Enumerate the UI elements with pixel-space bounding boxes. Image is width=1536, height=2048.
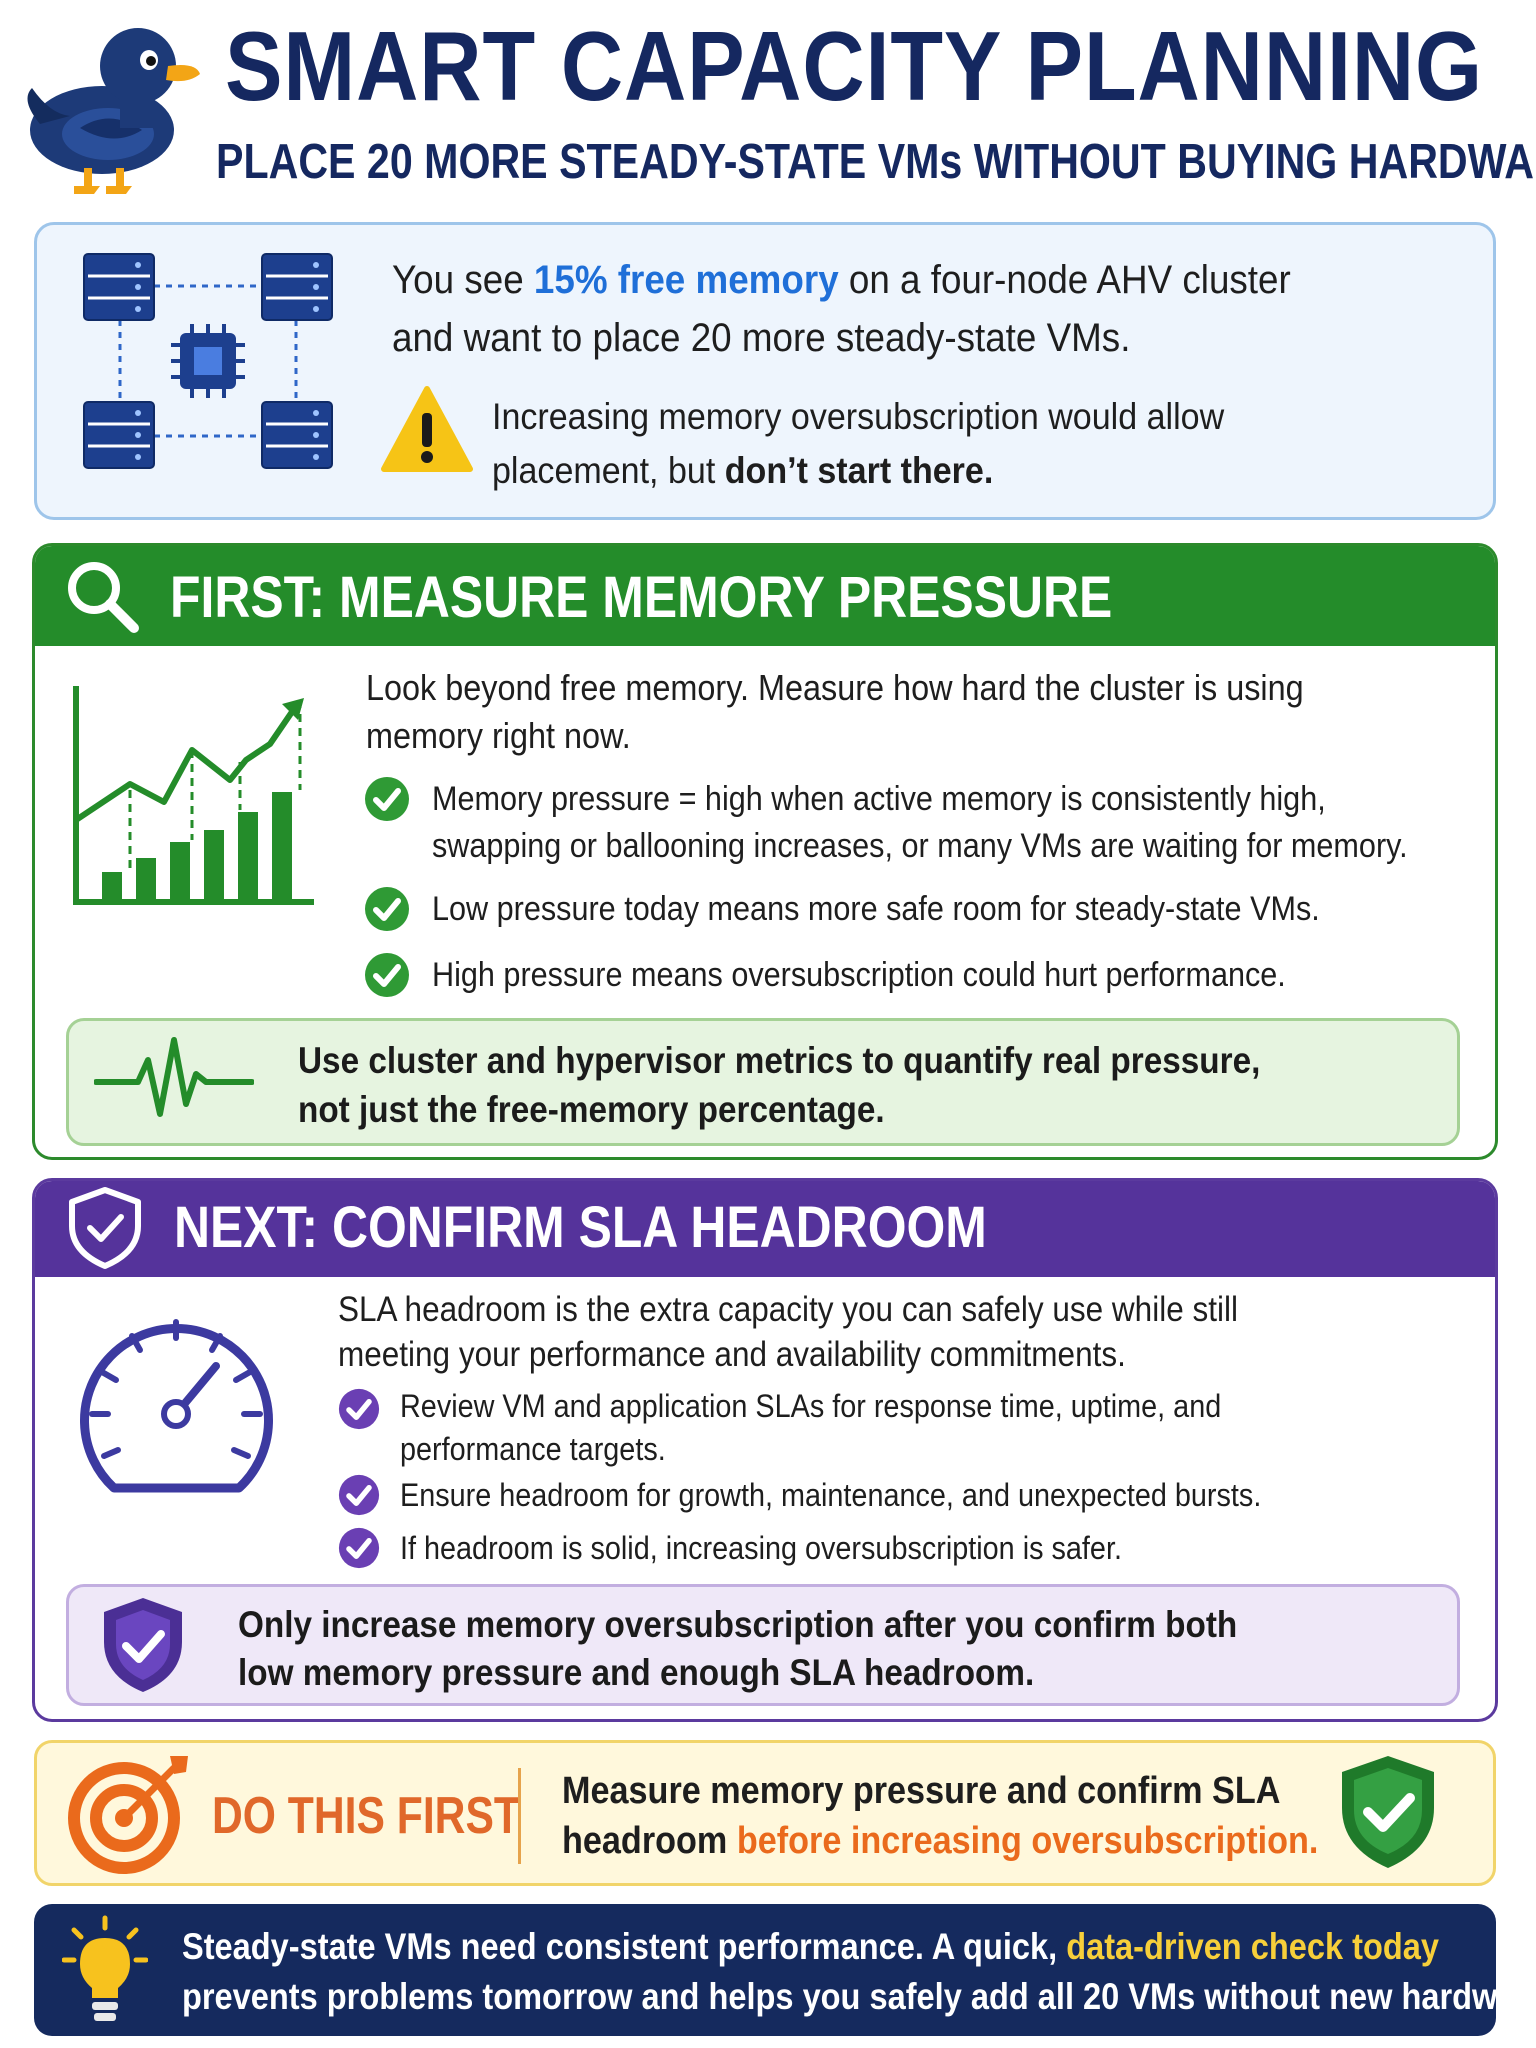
sla-lead: SLA headroom is the extra capacity you c… [338,1290,1238,1329]
footer-text-line2: prevents problems tomorrow and helps you… [182,1976,1536,2017]
sla-section-header [35,1181,1495,1277]
growth-chart-icon [73,686,314,905]
do-this-first-highlight: before increasing oversubscription. [736,1820,1319,1862]
sla-bullet: If headroom is solid, increasing oversub… [400,1530,1122,1566]
sla-section-title: NEXT: CONFIRM SLA HEADROOM [174,1195,987,1260]
do-this-first-panel [34,1740,1496,1886]
measure-note-line2: not just the free-memory percentage. [298,1089,885,1130]
footer-highlight: data-driven check today [1066,1926,1439,1967]
shield-check-icon [1342,1756,1434,1868]
warning-emphasis: don’t start there. [724,450,994,491]
shield-check-icon [104,1598,182,1692]
shield-check-icon [69,1187,141,1269]
measure-lead-line2: memory right now. [366,715,631,756]
sla-note-line2: low memory pressure and enough SLA headr… [238,1652,1035,1693]
sla-bullet: Ensure headroom for growth, maintenance,… [400,1477,1262,1513]
do-this-first-text: Measure memory pressure and confirm SLA [562,1770,1281,1812]
measure-note-box [66,1018,1460,1146]
footer-text: Steady-state VMs need consistent perform… [182,1926,1067,1967]
intro-text: You see [392,258,534,302]
footer-banner [34,1904,1496,2036]
check-circle-icon [365,953,409,997]
gauge-icon [80,1319,273,1493]
sla-bullet-continuation: performance targets. [400,1431,666,1467]
check-circle-icon [338,1527,380,1569]
measure-bullet: High pressure means oversubscription cou… [432,956,1286,994]
footer-text: Steady-state VMs need consistent perform… [182,1922,1439,1972]
page-subtitle: PLACE 20 MORE STEADY-STATE VMs WITHOUT B… [216,135,1536,189]
do-this-first-label: DO THIS FIRST [212,1787,520,1845]
do-this-first-text: headroom [562,1820,737,1862]
warning-text-line2: placement, but don’t start there. [492,442,993,499]
divider [518,1768,521,1864]
intro-text: on a four-node AHV cluster [838,258,1291,302]
measure-lead: Look beyond free memory. Measure how har… [366,667,1304,708]
page-title: SMART CAPACITY PLANNING [225,11,1483,121]
heartbeat-pulse-icon [94,1037,254,1117]
target-icon [68,1756,188,1874]
warning-icon [381,386,473,472]
search-icon [68,562,139,633]
warning-text: Increasing memory oversubscription would… [492,396,1225,437]
duck-mascot-icon [27,28,200,194]
check-circle-icon [365,777,409,821]
cluster-nodes-icon [83,253,333,469]
lightbulb-icon [62,1915,148,2021]
intro-statement-line2: and want to place 20 more steady-state V… [392,316,1131,360]
measure-bullet: Low pressure today means more safe room … [432,890,1320,928]
sla-note: Only increase memory oversubscription af… [238,1604,1238,1645]
check-circle-icon [338,1388,380,1430]
do-this-first-text-line2: headroom before increasing oversubscript… [562,1816,1318,1866]
sla-note-box [66,1584,1460,1706]
check-circle-icon [365,887,409,931]
free-memory-highlight: 15% free memory [533,258,839,302]
sla-bullet: Review VM and application SLAs for respo… [400,1388,1222,1424]
measure-bullet: Memory pressure = high when active memor… [432,780,1326,818]
measure-section-header [35,546,1495,646]
sla-lead-line2: meeting your performance and availabilit… [338,1335,1126,1374]
warning-text: placement, but [492,450,725,491]
intro-statement: You see 15% free memory on a four-node A… [392,252,1291,309]
check-circle-icon [338,1474,380,1516]
measure-note: Use cluster and hypervisor metrics to qu… [298,1040,1261,1081]
measure-bullet-continuation: swapping or ballooning increases, or man… [432,827,1408,865]
measure-section-title: FIRST: MEASURE MEMORY PRESSURE [170,565,1113,630]
